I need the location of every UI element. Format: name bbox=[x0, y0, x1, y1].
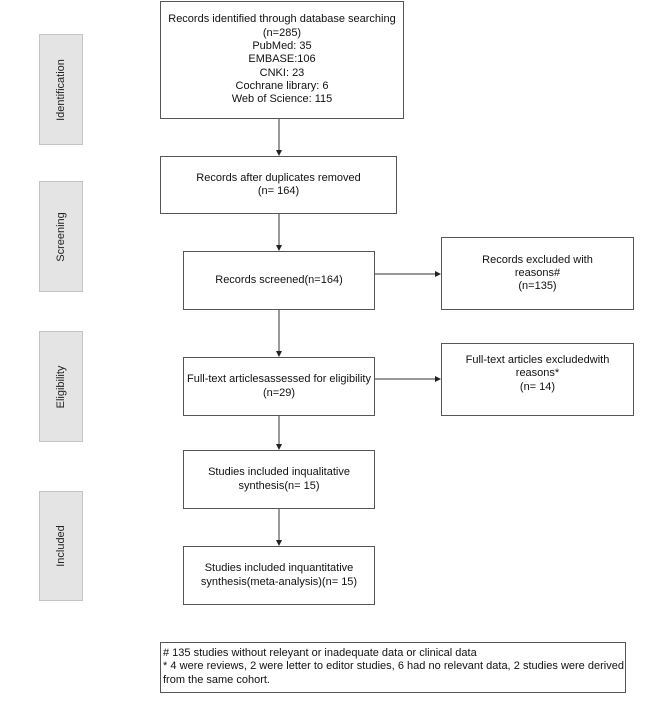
box-text: synthesis(n= 15) bbox=[238, 479, 320, 492]
box-records-excluded: Records excluded with reasons# (n=135) bbox=[441, 237, 634, 310]
box-text: Records identified through database sear… bbox=[168, 13, 396, 26]
box-text: Web of Science: 115 bbox=[231, 93, 333, 106]
footnote: * 4 were reviews, 2 were letter to edito… bbox=[163, 660, 624, 686]
box-text: Records after duplicates removed bbox=[196, 171, 361, 184]
box-text: (n=135) bbox=[518, 280, 557, 293]
stage-screening: Screening bbox=[39, 181, 83, 292]
footnote: # 135 studies without releyant or inadeq… bbox=[163, 647, 477, 659]
box-text: PubMed: 35 bbox=[252, 40, 312, 53]
box-text: reasons* bbox=[515, 367, 560, 380]
box-duplicates-removed: Records after duplicates removed (n= 164… bbox=[160, 156, 397, 214]
box-text: Studies included inqualitative bbox=[208, 466, 350, 479]
box-text: Full-text articles excludedwith bbox=[465, 354, 610, 366]
stage-identification: Identification bbox=[39, 34, 83, 145]
box-text: (n= 164) bbox=[257, 185, 300, 197]
box-quantitative-synthesis: Studies included inquantitative synthesi… bbox=[183, 546, 375, 605]
box-text: synthesis(meta-analysis)(n= 15) bbox=[200, 575, 358, 588]
box-text: Records screened(n=164) bbox=[215, 273, 343, 286]
box-text: Cochrane library: 6 bbox=[235, 79, 329, 92]
footnote-box: # 135 studies without releyant or inadeq… bbox=[160, 642, 626, 693]
box-text: Studies included inquantitative bbox=[204, 562, 354, 575]
box-fulltext-assessed: Full-text articlesassessed for eligibili… bbox=[183, 357, 375, 416]
box-fulltext-excluded: Full-text articles excludedwith reasons*… bbox=[441, 343, 634, 416]
box-text: reasons# bbox=[514, 266, 561, 279]
box-text: CNKI: 23 bbox=[259, 66, 305, 79]
stage-eligibility: Eligibility bbox=[39, 331, 83, 442]
box-text: (n=29) bbox=[262, 386, 296, 399]
box-records-identified: Records identified through database sear… bbox=[160, 1, 404, 119]
box-text: (n=285) bbox=[262, 26, 302, 39]
box-records-screened: Records screened(n=164) bbox=[183, 251, 375, 310]
box-text: Records excluded with bbox=[482, 253, 593, 266]
stage-included: Included bbox=[39, 491, 83, 601]
box-text: Full-text articlesassessed for eligibili… bbox=[186, 373, 371, 386]
box-text: EMBASE:106 bbox=[248, 53, 316, 66]
box-text: (n= 14) bbox=[519, 380, 556, 393]
box-qualitative-synthesis: Studies included inqualitative synthesis… bbox=[183, 450, 375, 509]
